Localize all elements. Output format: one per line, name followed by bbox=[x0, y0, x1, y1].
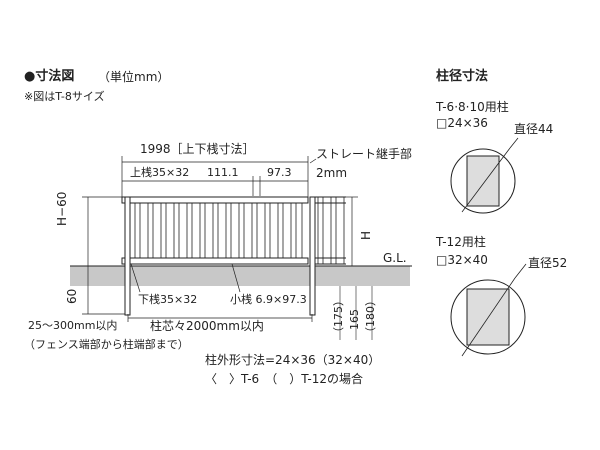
post-pitch-label: 柱芯々2000mm以内 bbox=[150, 319, 264, 333]
left-height-label: H−60 bbox=[55, 191, 69, 226]
dim-165-label: 165 bbox=[348, 309, 361, 330]
joint-label: ストレート継手部 bbox=[316, 147, 413, 161]
unit-label: （単位mm） bbox=[98, 70, 170, 84]
post-diagram-b bbox=[450, 263, 527, 357]
picket-label: 小桟 6.9×97.3 bbox=[230, 293, 307, 306]
post-outer-size-label: 柱外形寸法=24×36（32×40） bbox=[205, 353, 381, 367]
top-rail-label: 上桟35×32 bbox=[130, 166, 190, 179]
embed-depth-label: 60 bbox=[65, 288, 79, 304]
ground-level-label: G.L. bbox=[383, 251, 407, 265]
post-a-diameter: 直径44 bbox=[514, 122, 554, 136]
post-diameter-title: 柱径寸法 bbox=[436, 69, 489, 84]
ground-band bbox=[70, 266, 410, 286]
end-distance-label: 25〜300mm以内 bbox=[28, 319, 118, 332]
post-a-size: □24×36 bbox=[436, 116, 488, 130]
drawing-title: ●寸法図 bbox=[24, 69, 75, 84]
end-distance-note: （フェンス端部から柱端部まで） bbox=[24, 338, 189, 351]
joint-gap-label: 2mm bbox=[316, 166, 348, 180]
picket-width-label: 97.3 bbox=[267, 166, 292, 179]
bottom-rail-label: 下桟35×32 bbox=[138, 293, 198, 306]
scale-note: ※図はT-8サイズ bbox=[24, 90, 105, 103]
picket-pitch-label: 111.1 bbox=[207, 166, 239, 179]
post-a-model: T-6·8·10用柱 bbox=[436, 100, 509, 114]
post-b-diameter: 直径52 bbox=[528, 256, 568, 270]
post-b-size: □32×40 bbox=[436, 253, 488, 267]
right-height-label: H bbox=[359, 230, 373, 240]
dim-175-label: （175） bbox=[332, 295, 345, 338]
case-note-label: 〈 〉T-6 （ ）T-12の場合 bbox=[205, 372, 364, 386]
fence-panel bbox=[121, 196, 346, 316]
overall-width-label: 1998［上下桟寸法］ bbox=[140, 142, 255, 156]
dim-180-label: （180） bbox=[364, 295, 377, 338]
post-b-model: T-12用柱 bbox=[436, 235, 486, 249]
post-diagram-a bbox=[450, 137, 519, 214]
